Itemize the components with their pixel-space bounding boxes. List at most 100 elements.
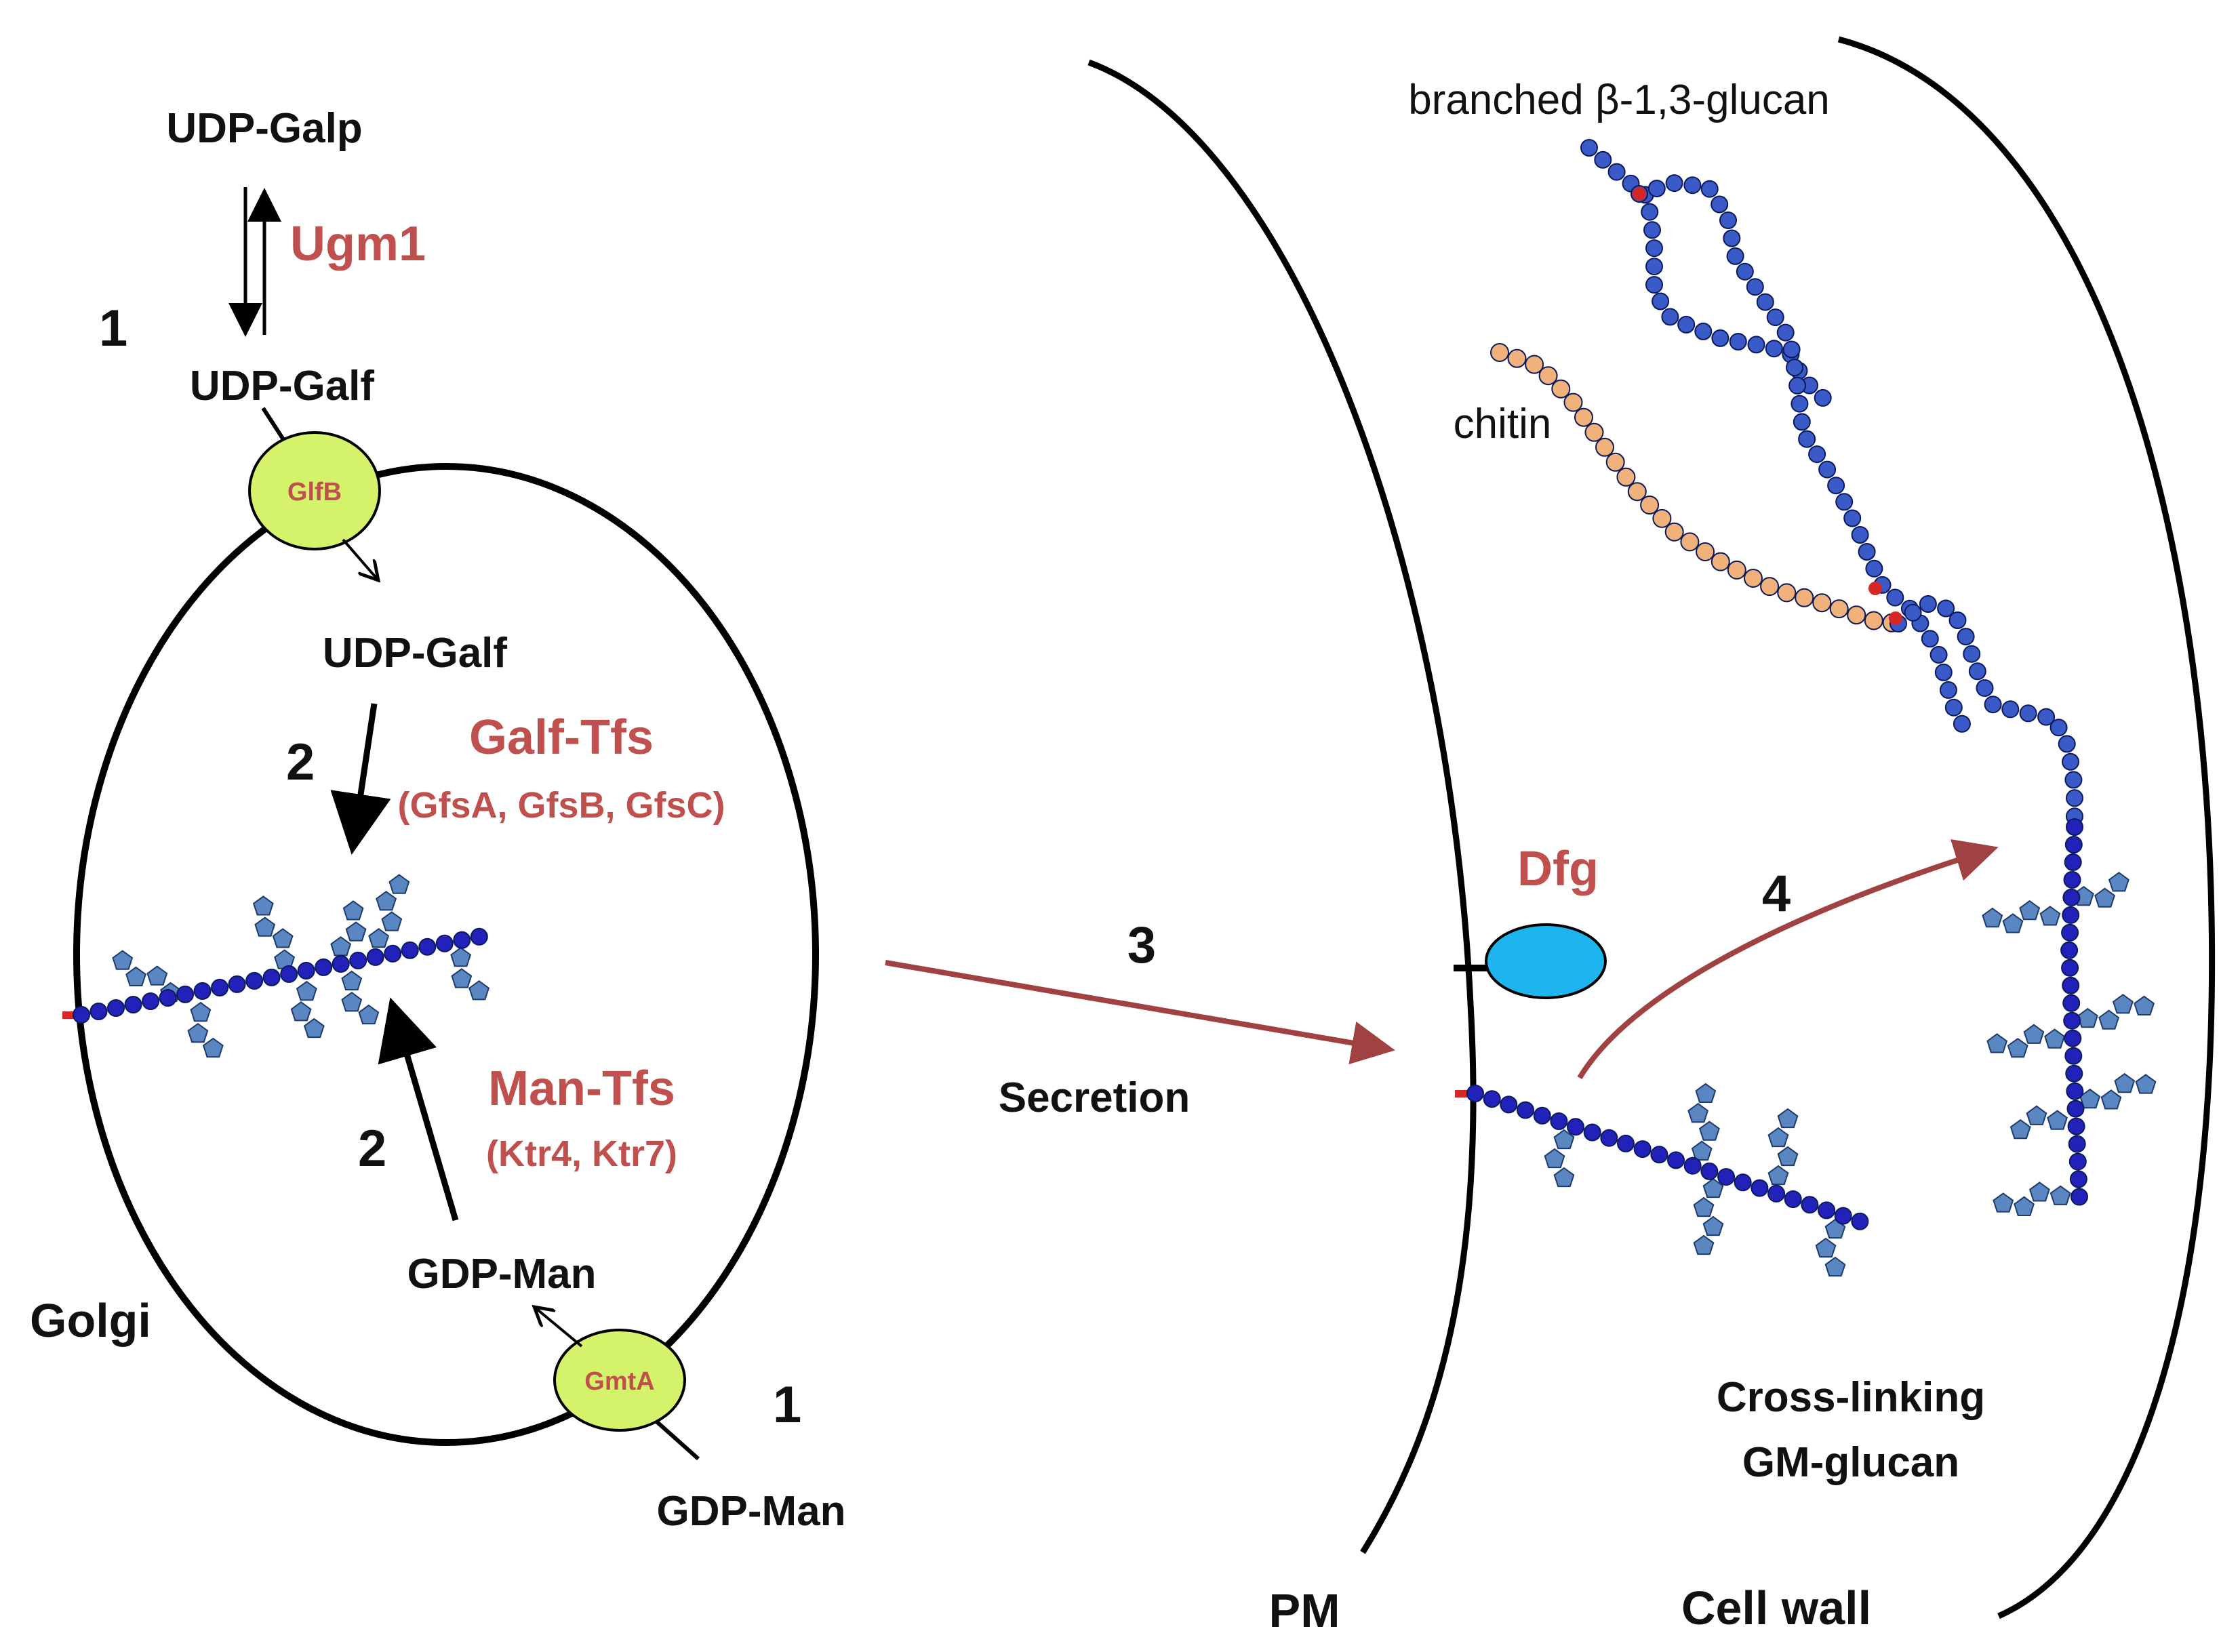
galf-residue xyxy=(1553,1167,1575,1188)
mannose-residue xyxy=(2062,888,2081,906)
glucose-residue xyxy=(1580,139,1598,157)
galf-residue xyxy=(272,928,294,948)
glucose-residue xyxy=(1711,195,1729,214)
galf-residue xyxy=(290,1001,312,1022)
galf-residue xyxy=(342,900,364,921)
glucose-residue xyxy=(1643,221,1661,239)
glucose-residue xyxy=(1641,203,1659,221)
mannose-residue xyxy=(453,931,471,949)
galf-residue xyxy=(388,874,410,894)
mannose-residue xyxy=(1667,1151,1685,1169)
glucose-residue xyxy=(1843,509,1862,527)
galf-residue xyxy=(2100,1089,2122,1110)
branch-point xyxy=(1868,582,1882,595)
galf-residue xyxy=(2023,1024,2045,1044)
label-gmta: GmtA xyxy=(584,1367,654,1396)
glucose-residue xyxy=(2019,704,2037,723)
mannose-residue xyxy=(1834,1207,1852,1225)
glucose-residue xyxy=(1919,595,1937,613)
mannose-residue xyxy=(1683,1156,1702,1175)
chitin-residue xyxy=(1829,599,1849,619)
mannose-residue xyxy=(280,965,298,983)
mannose-residue xyxy=(1567,1118,1584,1136)
chitin-residue xyxy=(1760,577,1780,597)
mannose-residue xyxy=(89,1003,108,1020)
glucose-residue xyxy=(1939,681,1957,699)
mannose-residue xyxy=(2068,1135,2086,1153)
galf-residue xyxy=(1986,1033,2008,1053)
chitin-chain xyxy=(1490,343,1902,632)
chitin-residue xyxy=(1864,611,1883,630)
chitin-residue xyxy=(1616,467,1636,487)
mannose-residue xyxy=(1650,1146,1668,1164)
glucose-residue xyxy=(1729,333,1747,350)
mannose-residue xyxy=(1734,1173,1752,1192)
label-udp-galf-cytosol: UDP-Galf xyxy=(190,363,374,409)
chitin-residue xyxy=(1812,593,1832,613)
galf-residue xyxy=(341,991,363,1012)
galf-residue xyxy=(376,891,397,911)
mannose-residue xyxy=(1483,1090,1501,1108)
glucose-residue xyxy=(1711,329,1729,347)
glucose-residue xyxy=(1858,543,1876,561)
glucose-residue xyxy=(1683,176,1702,195)
glucose-residue xyxy=(2062,752,2079,771)
galf-residue xyxy=(2014,1196,2035,1216)
galf-residue xyxy=(2112,994,2134,1014)
mannose-residue xyxy=(2069,1170,2087,1188)
glucose-residue xyxy=(1677,315,1696,334)
galf-residue xyxy=(2028,1182,2050,1202)
glucose-residue xyxy=(1963,645,1981,663)
galf-residue xyxy=(358,1004,380,1025)
mannose-residue xyxy=(1784,1190,1802,1208)
glucose-residue xyxy=(1818,460,1837,479)
glucose-residue xyxy=(1976,679,1994,697)
mannose-residue xyxy=(401,941,419,959)
galf-residue xyxy=(1702,1177,1724,1198)
mannose-residue xyxy=(124,996,142,1013)
chitin-residue xyxy=(1795,588,1814,607)
mannose-residue xyxy=(1617,1134,1635,1152)
glucose-residue xyxy=(1726,247,1744,265)
glucose-residue xyxy=(1953,714,1971,733)
mannose-residue xyxy=(435,934,454,952)
chitin-residue xyxy=(1551,379,1571,399)
step-2-bottom: 2 xyxy=(358,1120,386,1177)
glucose-residue xyxy=(2064,771,2083,789)
mannose-residue xyxy=(418,938,437,956)
mannose-residue xyxy=(1533,1106,1551,1125)
glucose-residue xyxy=(1937,599,1955,618)
glucose-residue xyxy=(1788,376,1807,395)
glucose-residue xyxy=(2049,719,2068,737)
step-4: 4 xyxy=(1762,865,1791,923)
galf-residue xyxy=(2135,1074,2157,1094)
glucose-residue xyxy=(1808,445,1826,464)
glucose-residue xyxy=(1647,180,1666,198)
man-transfer-arrow xyxy=(378,997,459,1222)
chitin-residue xyxy=(1664,522,1684,542)
glucose-residue xyxy=(1766,308,1784,327)
mannose-residue xyxy=(176,985,195,1003)
label-ugm1: Ugm1 xyxy=(290,217,426,271)
glucose-residue xyxy=(1719,211,1737,229)
galf-residue xyxy=(1982,907,2003,928)
mannose-residue xyxy=(1583,1123,1601,1142)
glucose-residue xyxy=(1851,526,1869,544)
mannose-residue xyxy=(245,971,264,990)
cell-wall-gm-polymer xyxy=(1982,818,2157,1216)
galf-residue xyxy=(202,1037,224,1058)
galf-residue xyxy=(2044,1028,2065,1049)
gpi-anchor-golgi xyxy=(62,1011,81,1019)
chitin-residue xyxy=(1490,343,1509,362)
glucose-residue xyxy=(1747,336,1765,354)
glucose-residue xyxy=(1665,174,1683,193)
mannose-residue xyxy=(1767,1184,1786,1203)
glucose-residue xyxy=(1645,276,1663,294)
label-chitin: chitin xyxy=(1454,401,1552,447)
galf-residue xyxy=(2134,995,2155,1015)
glfb-export-arrow xyxy=(342,538,378,580)
galf-residue xyxy=(1544,1148,1565,1169)
galf-residue xyxy=(345,921,367,942)
mannose-residue xyxy=(2062,906,2080,924)
